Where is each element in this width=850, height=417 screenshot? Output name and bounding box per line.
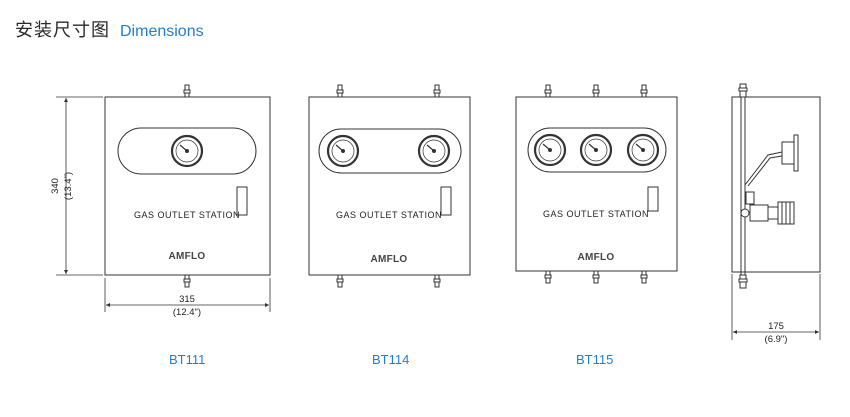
height-value: 340 xyxy=(50,178,61,194)
station-label: GAS OUTLET STATION xyxy=(336,210,442,220)
pressure-gauge xyxy=(326,134,360,168)
depth-inches: (6.9") xyxy=(765,334,788,345)
bottom-fitting xyxy=(433,274,441,288)
pressure-gauge xyxy=(626,133,660,167)
panel-box xyxy=(515,96,678,272)
brand-logo: AMFLO xyxy=(168,251,205,262)
height-dimension xyxy=(56,96,103,276)
title-english: Dimensions xyxy=(120,23,204,40)
top-fitting xyxy=(640,84,648,98)
top-fitting xyxy=(738,83,748,98)
panel-bt111 xyxy=(104,84,271,288)
width-dimension xyxy=(104,278,271,312)
depth-value: 175 xyxy=(768,321,784,332)
bottom-fitting xyxy=(544,270,552,284)
gauge-window xyxy=(117,127,257,175)
bottom-fitting xyxy=(336,274,344,288)
side-view xyxy=(731,83,821,289)
top-fitting xyxy=(544,84,552,98)
bottom-fitting xyxy=(640,270,648,284)
bottom-fitting xyxy=(738,274,748,289)
page-header: 安装尺寸图 Dimensions xyxy=(15,16,204,41)
top-fitting xyxy=(592,84,600,98)
panel-box xyxy=(308,96,471,276)
top-fitting xyxy=(336,84,344,98)
station-label: GAS OUTLET STATION xyxy=(543,209,649,219)
title-chinese: 安装尺寸图 xyxy=(15,20,110,41)
pressure-gauge xyxy=(579,133,613,167)
window-slot xyxy=(440,186,452,216)
model-label-bt111: BT111 xyxy=(169,352,206,367)
width-inches: (12.4") xyxy=(173,307,201,318)
height-inches: (13.4") xyxy=(63,172,74,200)
brand-logo: AMFLO xyxy=(370,254,407,265)
gauge-window xyxy=(318,128,462,174)
bottom-fitting xyxy=(183,274,191,288)
window-slot xyxy=(236,186,248,216)
regulator-body xyxy=(749,204,769,222)
gauge-side xyxy=(781,141,795,165)
pressure-gauge xyxy=(170,134,204,168)
enclosure-side xyxy=(731,96,821,273)
station-label: GAS OUTLET STATION xyxy=(134,210,240,220)
model-label-bt115: BT115 xyxy=(576,352,614,367)
gauge-window xyxy=(527,127,667,173)
window-slot xyxy=(647,186,659,212)
brand-logo: AMFLO xyxy=(577,252,614,263)
width-value: 315 xyxy=(179,294,195,305)
panel-bt114 xyxy=(308,84,471,288)
panel-bt115 xyxy=(515,84,678,284)
top-fitting xyxy=(183,84,191,98)
model-label-bt114: BT114 xyxy=(372,352,410,367)
pressure-gauge xyxy=(417,134,451,168)
panel-box xyxy=(104,96,271,276)
depth-dimension xyxy=(731,274,821,340)
pressure-gauge xyxy=(533,133,567,167)
bottom-fitting xyxy=(592,270,600,284)
top-fitting xyxy=(433,84,441,98)
